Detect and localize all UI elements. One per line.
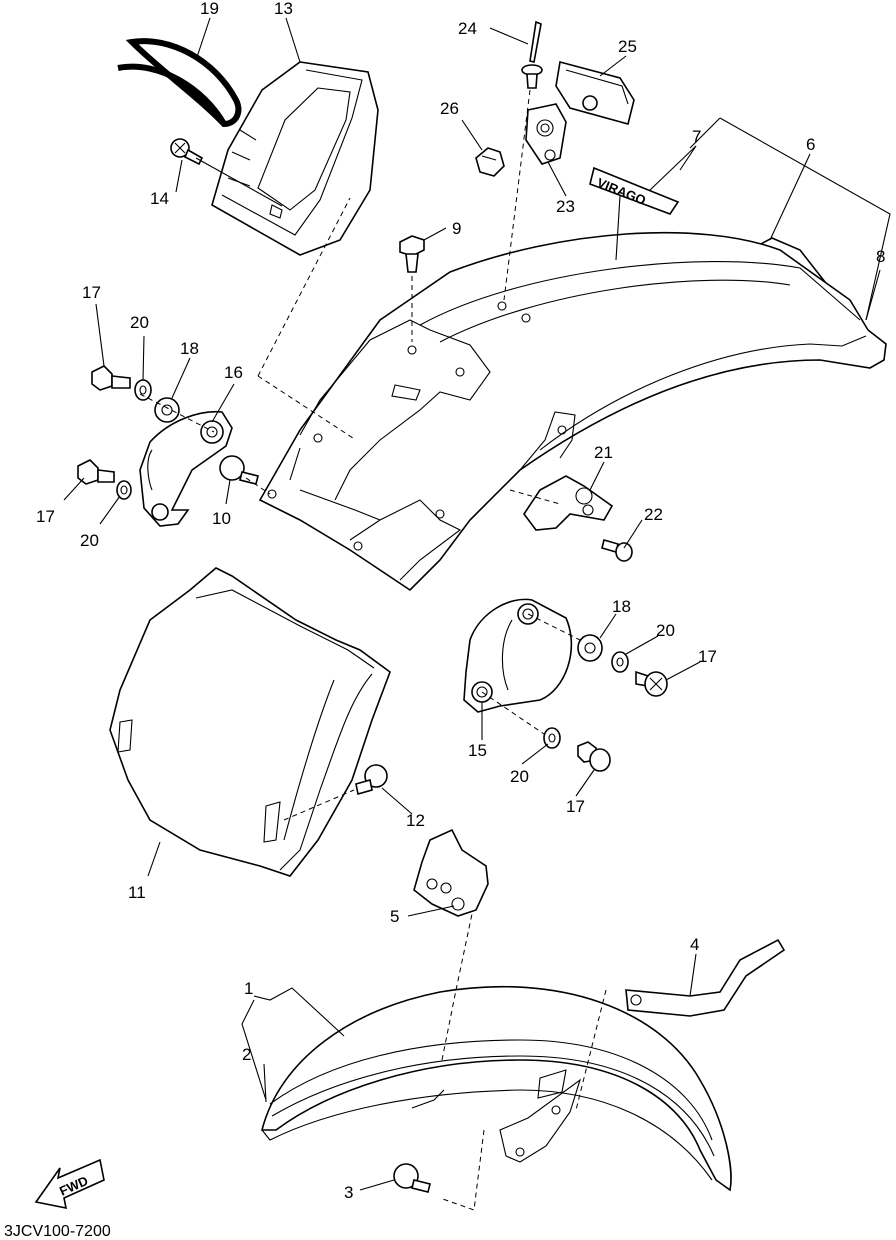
collar-part-18-upper (154, 397, 180, 423)
callout-13: 13 (274, 0, 293, 18)
mudguard-part-11 (109, 567, 391, 877)
callout-5: 5 (390, 907, 399, 926)
rear-fender-part-8 (258, 231, 887, 592)
callout-20-right: 20 (656, 621, 675, 640)
bracket-part-23 (525, 103, 567, 165)
callout-20-lower: 20 (80, 531, 99, 550)
callout-11: 11 (128, 883, 146, 902)
bracket-part-4 (625, 938, 786, 1017)
callout-7: 7 (692, 127, 701, 146)
badge-part-7: VIRAGO (589, 166, 680, 215)
bracket-part-15 (463, 598, 573, 713)
bolt-part-9 (399, 235, 425, 273)
screw-part-14 (170, 138, 204, 166)
bolt-part-17-upper (91, 365, 131, 391)
callout-4: 4 (690, 935, 699, 954)
toolbox-part-13 (211, 61, 379, 256)
callout-18-right: 18 (612, 597, 631, 616)
bracket-part-21 (523, 475, 614, 531)
callout-21: 21 (594, 443, 613, 462)
bolt-part-17-lower (77, 459, 115, 485)
collar-part-18-right (577, 634, 603, 662)
callout-3: 3 (344, 1183, 353, 1202)
callout-22: 22 (644, 505, 663, 524)
screw-part-22 (601, 539, 633, 562)
nut-part-26 (475, 147, 505, 177)
forward-arrow-icon: FWD (34, 1158, 105, 1210)
washer-part-20-lower-right (543, 727, 561, 749)
callout-2: 2 (242, 1045, 251, 1064)
callout-16: 16 (224, 363, 243, 382)
callout-19: 19 (200, 0, 219, 18)
callout-24: 24 (458, 19, 477, 38)
callout-17-right: 17 (698, 647, 717, 666)
callout-20-upper: 20 (130, 313, 149, 332)
callout-6: 6 (806, 135, 815, 154)
leader-lines (63, 17, 891, 1211)
callout-20-lower-right: 20 (510, 767, 529, 786)
callout-9: 9 (452, 219, 461, 238)
callout-17-lower-right: 17 (566, 797, 585, 816)
callout-15: 15 (468, 741, 487, 760)
bolt-part-17-lower-right (577, 741, 611, 772)
reflector-bracket-part-16 (139, 410, 233, 527)
callout-18-upper: 18 (180, 339, 199, 358)
washer-part-20-lower (116, 480, 132, 500)
strap-part-19 (117, 38, 242, 128)
callout-25: 25 (618, 37, 637, 56)
bolt-part-3 (393, 1163, 431, 1193)
pad-part-25 (555, 61, 635, 125)
callout-labels: 19 13 14 24 25 26 23 7 6 8 9 17 20 18 16… (36, 0, 885, 1202)
rivet-part-24 (521, 20, 543, 89)
callout-14: 14 (150, 189, 169, 208)
callout-26: 26 (440, 99, 459, 118)
callout-17-upper: 17 (82, 283, 101, 302)
washer-part-20-right (611, 651, 629, 673)
callout-17-lower: 17 (36, 507, 55, 526)
bolt-part-10 (219, 455, 259, 485)
bolt-part-17-right (635, 670, 668, 697)
callout-23: 23 (556, 197, 575, 216)
front-fender-part-1 (260, 985, 732, 1192)
callout-8: 8 (876, 247, 885, 266)
diagram-code: 3JCV100-7200 (4, 1223, 111, 1240)
washer-part-20-upper (134, 379, 152, 401)
callout-10: 10 (212, 509, 231, 528)
callout-12: 12 (406, 811, 425, 830)
bracket-part-5 (413, 828, 489, 917)
callout-1: 1 (244, 979, 253, 998)
bolt-part-12 (355, 764, 388, 796)
